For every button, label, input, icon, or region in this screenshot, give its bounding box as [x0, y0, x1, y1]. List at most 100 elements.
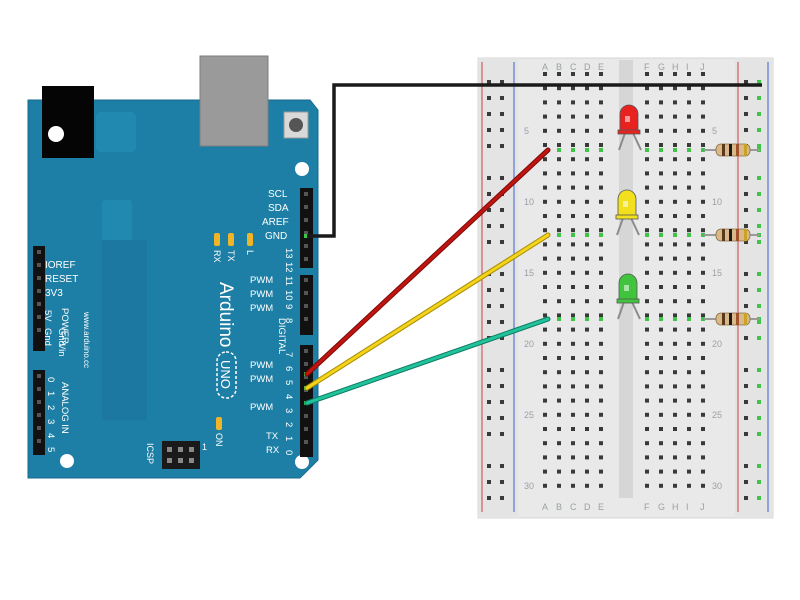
breadboard-hole [645, 157, 649, 162]
breadboard-hole [599, 270, 603, 275]
connected-hole [571, 317, 575, 321]
header-pin [304, 192, 308, 196]
usb-connector [199, 55, 269, 147]
breadboard-hole [585, 313, 589, 318]
label-ioref: IOREF [45, 260, 76, 271]
breadboard-hole [645, 313, 649, 318]
breadboard-hole [543, 143, 547, 147]
label-gnd-2: Gnd [56, 328, 67, 346]
rail-hole [500, 128, 504, 132]
connected-hole [757, 224, 761, 228]
breadboard-hole [557, 285, 561, 289]
breadboard-hole [673, 143, 677, 147]
breadboard-hole [585, 256, 589, 261]
breadboard-hole [599, 384, 603, 389]
label-vin: Vin [56, 343, 67, 357]
header-pin [37, 315, 41, 319]
chip-shadow [102, 240, 147, 420]
rail-hole [744, 368, 748, 372]
connected-hole [757, 208, 761, 212]
breadboard-hole [571, 313, 575, 318]
header-pin [304, 375, 308, 379]
label-power: POWER [59, 308, 70, 344]
breadboard-hole [673, 242, 677, 247]
resistor [704, 143, 760, 157]
breadboard-hole [645, 86, 649, 91]
breadboard-hole [543, 199, 547, 204]
breadboard-hole [659, 313, 663, 318]
breadboard-hole [585, 185, 589, 190]
header-pin [37, 263, 41, 267]
breadboard-hole [599, 114, 603, 119]
label-rx-led: RX [212, 250, 222, 263]
breadboard-column-letter: F [644, 62, 650, 72]
label-scl: SCL [268, 189, 288, 200]
breadboard-hole [571, 455, 575, 460]
breadboard-hole [599, 327, 603, 332]
breadboard-hole [687, 228, 691, 233]
rail-hole [500, 384, 504, 388]
breadboard-hole [645, 128, 649, 133]
label-tx: TX [266, 431, 279, 442]
connected-hole [557, 233, 561, 237]
breadboard-hole [585, 427, 589, 431]
label-icsp: ICSP [145, 443, 155, 464]
breadboard-hole [701, 398, 705, 403]
breadboard-hole [673, 128, 677, 133]
icsp-pin [189, 458, 194, 463]
breadboard-hole [571, 341, 575, 346]
breadboard-hole [687, 441, 691, 446]
rail-hole [744, 112, 748, 116]
connected-hole [757, 432, 761, 436]
breadboard-hole [673, 412, 677, 417]
label-analog-in: ANALOG IN [59, 382, 70, 434]
breadboard-hole [557, 299, 561, 304]
rail-hole [487, 80, 491, 84]
breadboard-hole [673, 199, 677, 204]
rail-hole [744, 208, 748, 212]
breadboard-hole [543, 256, 547, 261]
rx-led-indicator [214, 233, 220, 246]
label-reset: RESET [45, 274, 78, 285]
breadboard-hole [599, 72, 603, 76]
breadboard-hole [557, 483, 561, 488]
breadboard-hole [673, 469, 677, 474]
rail-hole [744, 288, 748, 292]
connected-hole [585, 317, 589, 321]
rail-hole [487, 432, 491, 436]
header-pin [304, 291, 308, 295]
breadboard-hole [571, 228, 575, 233]
breadboard-column-letter: D [584, 502, 591, 512]
rail-hole [500, 496, 504, 500]
breadboard-hole [543, 412, 547, 417]
resistor [704, 312, 760, 326]
breadboard-hole [585, 157, 589, 162]
breadboard-hole [557, 128, 561, 133]
breadboard-row-number: 15 [712, 268, 722, 278]
connected-hole [757, 240, 761, 244]
breadboard-hole [585, 228, 589, 233]
breadboard-hole [687, 185, 691, 190]
breadboard-hole [557, 469, 561, 474]
breadboard-hole [557, 427, 561, 431]
reset-button-cap[interactable] [289, 118, 303, 132]
breadboard-hole [585, 370, 589, 375]
header-pin [304, 231, 308, 235]
breadboard-hole [687, 469, 691, 474]
breadboard-hole [687, 86, 691, 91]
breadboard-hole [701, 114, 705, 119]
breadboard-hole [701, 412, 705, 417]
breadboard-hole [701, 72, 705, 76]
breadboard-hole [645, 242, 649, 247]
connected-hole [757, 192, 761, 196]
breadboard-hole [557, 270, 561, 275]
breadboard-hole [673, 313, 677, 318]
label-aref: AREF [262, 217, 289, 228]
breadboard-hole [557, 199, 561, 204]
breadboard-hole [543, 270, 547, 275]
breadboard-hole [599, 398, 603, 403]
connected-hole [757, 272, 761, 276]
breadboard-hole [585, 242, 589, 247]
breadboard-hole [599, 185, 603, 190]
breadboard-row-number: 5 [524, 126, 529, 136]
